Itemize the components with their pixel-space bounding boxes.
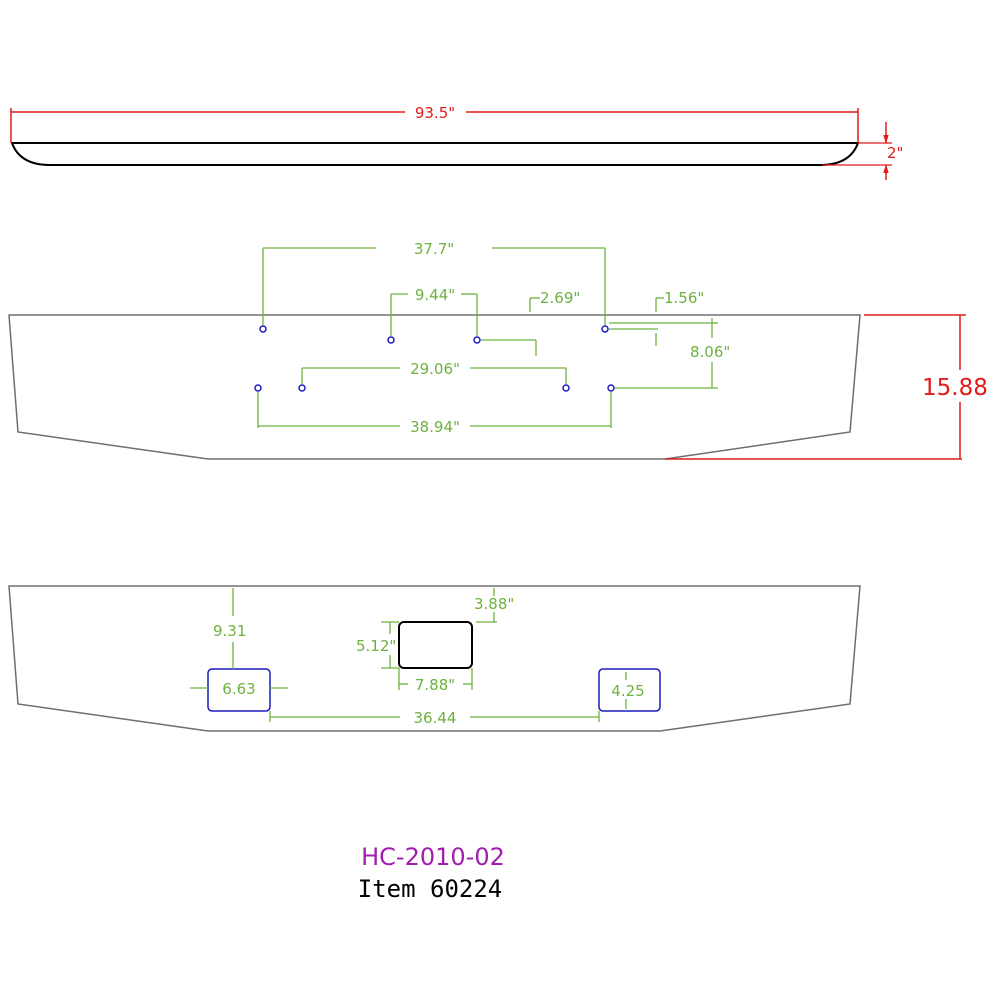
dim-1-56-label: 1.56" bbox=[664, 289, 704, 307]
mounting-hole-upper-4 bbox=[601, 325, 609, 333]
dim-5-12-label: 5.12" bbox=[356, 637, 396, 655]
dim-9-31-label: 9.31 bbox=[213, 622, 246, 640]
dim-6-63-label: 6.63 bbox=[222, 680, 255, 698]
dim-38-94 bbox=[257, 392, 612, 428]
title-block: HC-2010-02 Item 60224 bbox=[358, 843, 505, 903]
mounting-hole-lower-4 bbox=[607, 384, 615, 392]
mounting-hole-lower-3 bbox=[562, 384, 570, 392]
dim-2-69 bbox=[481, 297, 540, 356]
dim-2-69-label: 2.69" bbox=[540, 289, 580, 307]
top-length-label: 93.5" bbox=[415, 104, 455, 122]
top-view-profile bbox=[10, 142, 860, 166]
dim-9-44-label: 9.44" bbox=[415, 286, 455, 304]
mounting-hole-upper-2 bbox=[387, 336, 395, 344]
rear-view: 3.88" 5.12" 7.88" 9.31 6.63 bbox=[8, 585, 861, 732]
dim-29-06-label: 29.06" bbox=[410, 360, 460, 378]
dim-8-06-label: 8.06" bbox=[690, 343, 730, 361]
front-view-outline bbox=[8, 314, 861, 460]
item-number: Item 60224 bbox=[358, 875, 503, 903]
right-lamp-opening bbox=[598, 668, 661, 712]
mounting-hole-lower-1 bbox=[254, 384, 262, 392]
mounting-hole-upper-1 bbox=[259, 325, 267, 333]
dim-3-88 bbox=[476, 588, 497, 623]
mounting-hole-lower-2 bbox=[298, 384, 306, 392]
dim-37-7 bbox=[262, 247, 606, 325]
dim-8-06 bbox=[609, 318, 718, 389]
top-height-label: 2" bbox=[887, 144, 903, 162]
dim-15-88 bbox=[665, 314, 966, 460]
top-view: 93.5" 2" bbox=[10, 104, 903, 180]
dim-5-12 bbox=[381, 621, 399, 669]
dim-29-06 bbox=[301, 367, 567, 384]
dim-9-44 bbox=[390, 293, 478, 336]
dim-37-7-label: 37.7" bbox=[414, 240, 454, 258]
rear-view-outline bbox=[8, 585, 861, 732]
dim-38-94-label: 38.94" bbox=[410, 418, 460, 436]
center-cutout bbox=[398, 621, 473, 669]
dim-15-88-label: 15.88 bbox=[922, 375, 988, 401]
front-view: 37.7" 9.44" 2.69" 1.56" bbox=[8, 240, 988, 460]
left-lamp-opening bbox=[207, 668, 271, 712]
dim-3-88-label: 3.88" bbox=[474, 595, 514, 613]
dim-36-44-label: 36.44 bbox=[414, 709, 457, 727]
dim-4-25-label: 4.25 bbox=[611, 682, 644, 700]
part-code: HC-2010-02 bbox=[361, 843, 505, 871]
dim-1-56 bbox=[609, 297, 664, 346]
dim-7-88-label: 7.88" bbox=[415, 676, 455, 694]
dim-36-44 bbox=[269, 711, 600, 722]
mounting-hole-upper-3 bbox=[473, 336, 481, 344]
dim-7-88 bbox=[398, 668, 473, 690]
